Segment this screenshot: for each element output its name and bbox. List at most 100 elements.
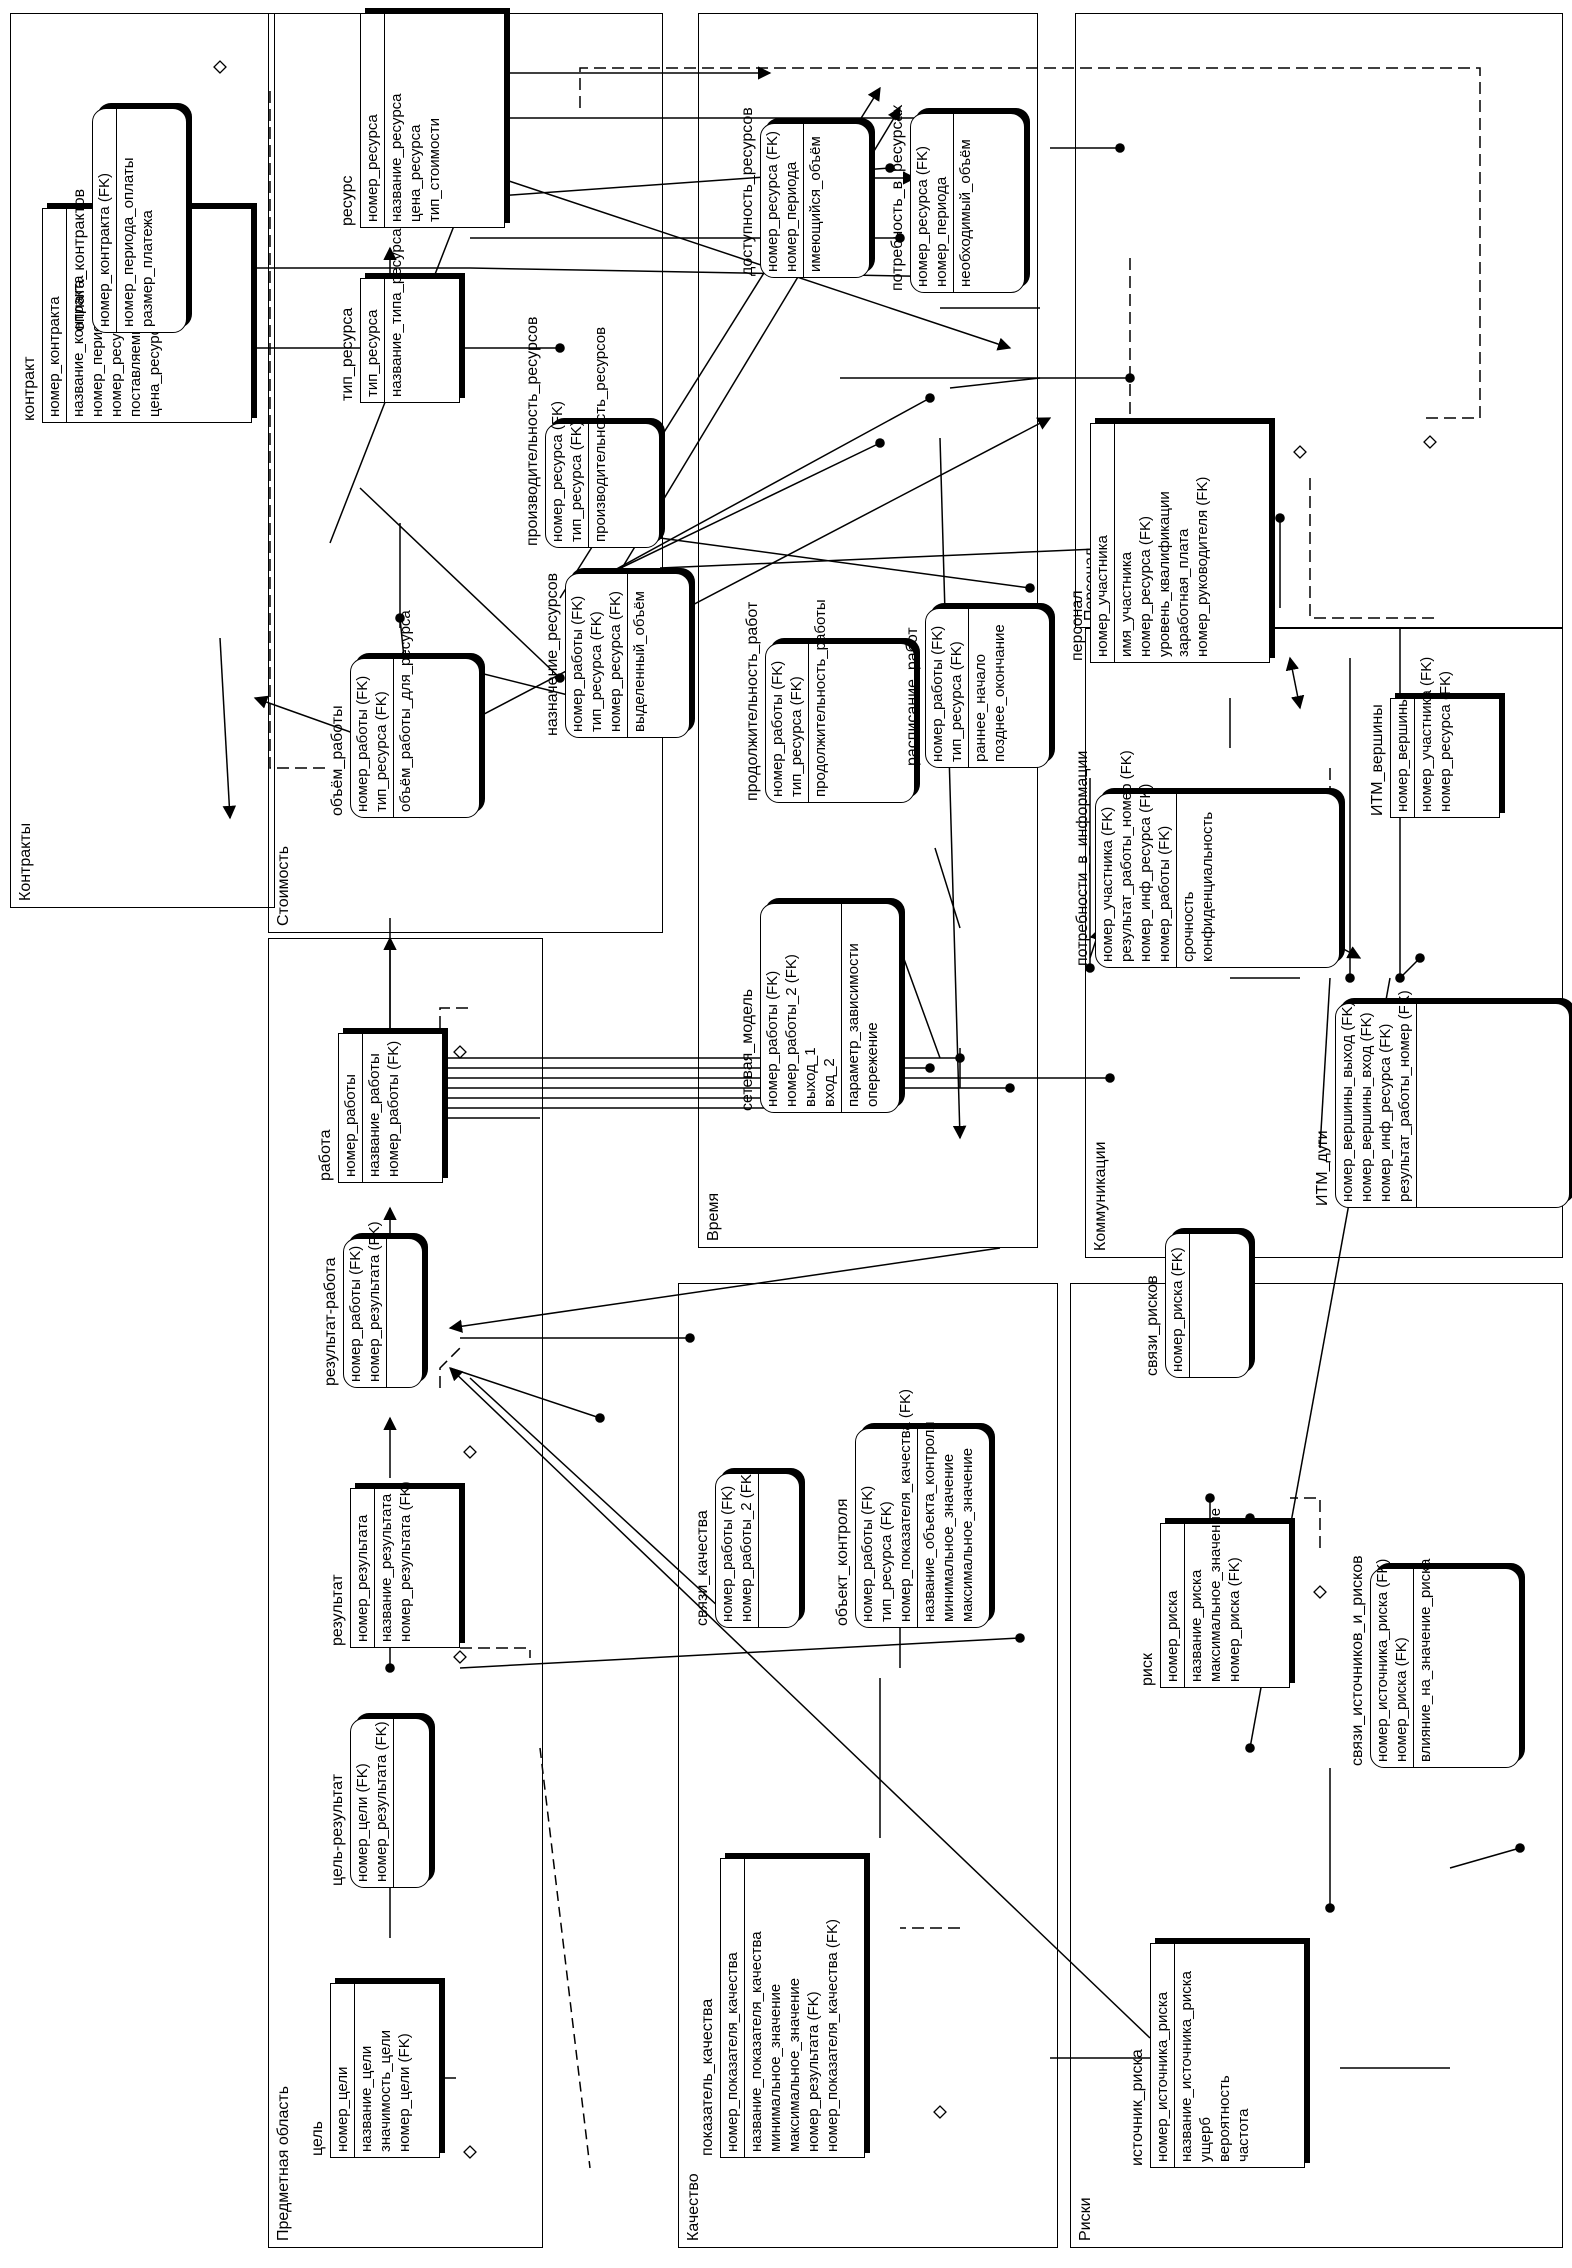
entity-title: связи_источников_и_рисков: [1349, 1555, 1366, 1766]
entity-title: доступность_ресурсов: [739, 107, 756, 276]
entity-attribute: влияние_на_значение_риска: [1417, 1558, 1434, 1762]
entity-attribute: имеющийся_объём: [807, 136, 824, 272]
entity-title: ИТМ_вершины: [1369, 704, 1386, 816]
entity-body: номер_работы (FK)номер_работы_2 (FK): [715, 1469, 800, 1628]
entity-attribute: номер_риска (FK): [1393, 1637, 1410, 1762]
entity-keys: номер_источника_риска (FK)номер_риска (F…: [1371, 1559, 1414, 1767]
entity-attribute: название_типа_ресурса: [388, 228, 405, 397]
entity-keys: номер_источника_риска: [1151, 1944, 1175, 2167]
entity-attribute: номер_риска (FK): [1169, 1247, 1186, 1372]
entity-attribute: название_источника_риска: [1178, 1971, 1195, 2162]
entity-title: контракт: [21, 356, 38, 421]
entity-body: номер_работы (FK)номер_работы_2 (FK)выхо…: [760, 903, 900, 1113]
entity-attribute: продолжительность_работы: [812, 599, 829, 797]
entity-keys: номер_работы: [339, 1034, 363, 1182]
entity-attribute: частота: [1235, 2108, 1252, 2162]
entity-keys: номер_результата: [351, 1489, 375, 1647]
entity-body: номер_работы (FK)тип_ресурса (FK)номер_р…: [565, 573, 690, 738]
entity-attribute: номер_ресурса (FK): [549, 401, 566, 542]
entity-attrs: продолжительность_работы: [809, 599, 832, 802]
entity-title: объект_контроля: [834, 1498, 851, 1626]
entity-itm-vertex: ИТМ_вершины номер_вершины номер_участника …: [1369, 656, 1500, 818]
entity-attribute: номер_риска: [1164, 1590, 1181, 1682]
entity-attribute: опережение: [864, 1022, 881, 1107]
entity-attribute: номер_ресурса (FK): [914, 146, 931, 287]
entity-keys: номер_показателя_качества: [721, 1859, 745, 2157]
entity-keys: номер_участника: [1091, 424, 1115, 662]
entity-title: цель: [309, 2120, 326, 2156]
entity-attribute: название_риска: [1188, 1569, 1205, 1682]
entity-title: назначение_ресурсов: [544, 572, 561, 736]
entity-attribute: номер_результата: [354, 1514, 371, 1642]
entity-attribute: тип_ресурса (FK): [948, 641, 965, 762]
entity-attribute: номер_ресурса (FK): [1137, 516, 1154, 657]
entity-attribute: раннее_начало: [972, 654, 989, 762]
entity-keys: номер_ресурса (FK)номер_периода: [911, 114, 954, 292]
entity-title: оплата_контрактов: [71, 188, 88, 331]
entity-attribute: имя_участника: [1118, 551, 1135, 657]
entity-attribute: номер_контракта (FK): [96, 173, 113, 327]
entity-attribute: номер_контракта: [46, 296, 63, 417]
entity-attribute: номер_результата (FK): [397, 1481, 414, 1642]
entity-body: номер_участника (FK)результат_работы_ном…: [1095, 750, 1340, 968]
entity-title: связи_рисков: [1144, 1275, 1161, 1376]
entity-attribute: номер_работы: [342, 1074, 359, 1177]
entity-attribute: тип_ресурса (FK): [588, 611, 605, 732]
entity-attribute: тип_ресурса (FK): [568, 421, 585, 542]
entity-attribute: результат_работы_номер (FK): [1118, 750, 1135, 962]
entity-attribute: номер_работы (FK): [859, 1485, 876, 1622]
entity-attribute: номер_участника (FK): [1418, 656, 1435, 812]
entity-keys: номер_вершины: [1391, 696, 1415, 817]
entity-attribute: название_цели: [358, 2045, 375, 2152]
entity-keys: номер_цели (FK)номер_результата (FK): [351, 1719, 394, 1887]
entity-attrs: объём_работы_для_ресурса: [394, 610, 417, 817]
entity-attribute: номер_работы (FK): [354, 675, 371, 812]
entity-title: связи_качества: [694, 1510, 711, 1626]
entity-attribute: номер_вершины: [1394, 696, 1411, 812]
entity-attrs: влияние_на_значение_риска: [1414, 1558, 1437, 1767]
entity-attribute: объём_работы_для_ресурса: [397, 610, 414, 812]
entity-attribute: номер_участника (FK): [1099, 806, 1116, 962]
entity-title: работа: [317, 1129, 334, 1181]
entity-attribute: номер_цели (FK): [354, 1763, 371, 1882]
entity-title: сетевая_модель: [739, 988, 756, 1111]
entity-attribute: минимальное_значение: [940, 1453, 957, 1622]
entity-attrs: необходимый_объём: [954, 114, 977, 292]
entity-keys: номер_работы (FK)тип_ресурса (FK): [351, 659, 394, 817]
entity-title: ИТМ_дуги: [1314, 1130, 1331, 1206]
entity-attribute: размер_платежа: [139, 210, 156, 327]
entity-attribute: номер_цели: [334, 2066, 351, 2152]
entity-keys: номер_ресурса (FK)тип_ресурса (FK): [546, 401, 589, 547]
entity-title: расписание_работ: [904, 627, 921, 766]
entity-attribute: номер_участника: [1094, 535, 1111, 657]
entity-attribute: тип_стоимости: [426, 117, 443, 222]
entity-attribute: номер_результата (FK): [366, 1221, 383, 1382]
entity-attribute: номер_результата (FK): [805, 1991, 822, 2152]
entity-keys: номер_работы (FK)тип_ресурса (FK)номер_п…: [856, 1389, 918, 1627]
entity-attribute: номер_работы (FK): [719, 1485, 736, 1622]
entity-attribute: номер_работы (FK): [764, 970, 781, 1107]
entity-attribute: срочность: [1180, 891, 1197, 962]
